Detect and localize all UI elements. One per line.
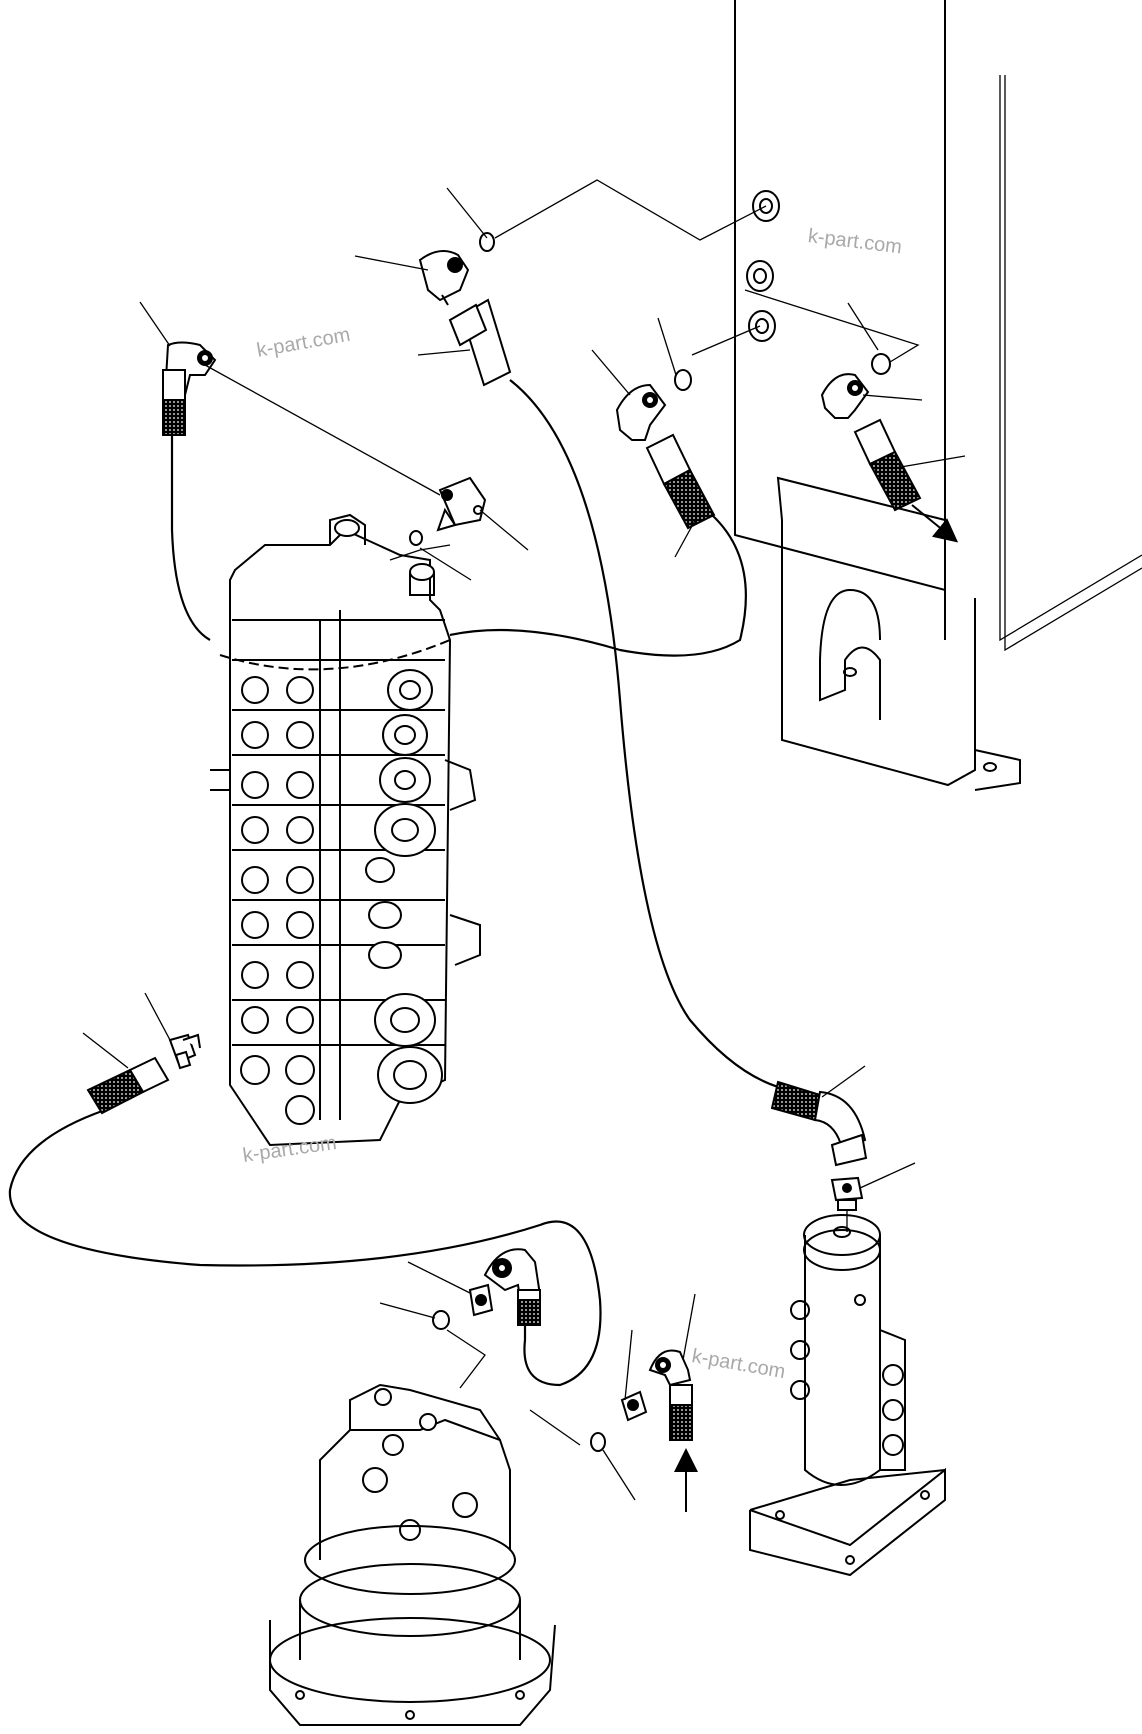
adapter-motor-right: [620, 1390, 648, 1422]
oring-upper-right-mid: [674, 369, 692, 391]
adapter-motor-left: [468, 1283, 494, 1317]
leader-lines: [82, 187, 966, 1501]
flow-arrow-tank: [911, 504, 959, 543]
adapter-swivel-top: [830, 1176, 864, 1211]
tank-port-middle: [746, 260, 774, 292]
hose-tank-right: [853, 418, 922, 512]
hose-motor-right: [669, 1384, 693, 1441]
tank-frame: [734, 0, 1142, 791]
swivel-joint: [749, 1214, 946, 1577]
connector-valve-left: [168, 1033, 201, 1070]
elbow-motor-right: [648, 1349, 692, 1387]
valve-ports-left: [240, 676, 315, 1125]
elbow-motor-left: [483, 1248, 542, 1300]
elbow-upper-right-mid: [615, 383, 667, 441]
elbow-upper-center: [418, 250, 470, 306]
valve-top-bolts: [334, 519, 435, 596]
connection-lines: [204, 179, 920, 1446]
elbow-swivel-hose-end: [770, 1080, 868, 1167]
hose-upper-center: [448, 298, 512, 387]
oring-upper-center: [479, 232, 495, 252]
swing-motor: [269, 1383, 556, 1726]
hose-upper-right-mid: [645, 433, 716, 530]
hose-motor-left: [517, 1289, 541, 1326]
tee-fitting-valve-top: [436, 476, 487, 532]
oring-valve-top: [409, 530, 423, 546]
oring-motor-right: [590, 1432, 606, 1452]
oring-tank-right: [871, 353, 891, 375]
hose-upper-left: [162, 369, 186, 436]
hose-valve-left: [86, 1056, 170, 1115]
tank-port-lower: [748, 310, 776, 342]
elbow-tank-right: [820, 373, 870, 419]
valve-caps-right: [210, 669, 481, 1104]
control-valve-block: [210, 513, 481, 1147]
oring-motor-left: [432, 1310, 450, 1330]
hose-lines: [8, 379, 791, 1387]
